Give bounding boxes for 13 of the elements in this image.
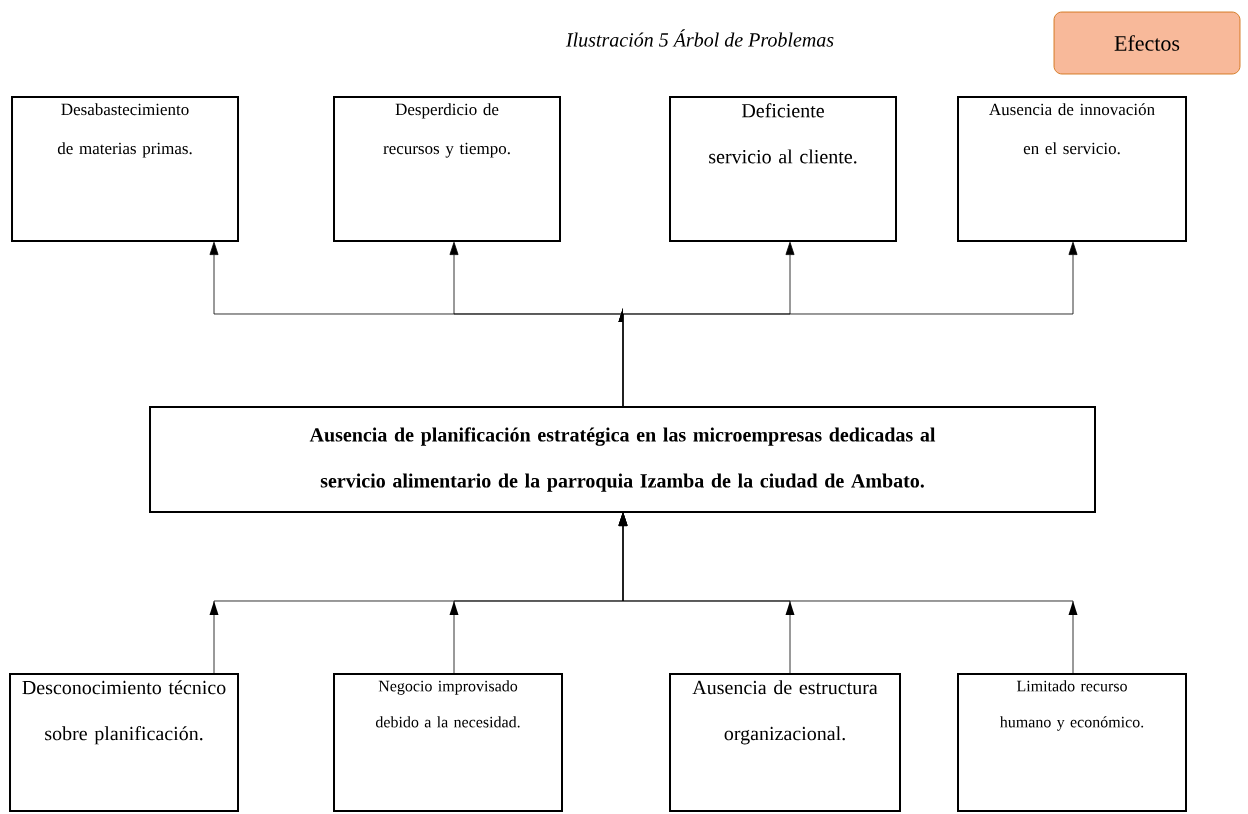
problem-box: Desperdicio de recursos y tiempo. — [333, 96, 561, 242]
problem-box: Limitado recurso humano y económico. — [957, 673, 1187, 812]
title: Ilustración 5 Árbol de Problemas — [565, 29, 834, 47]
problem-box: Deficiente servicio al cliente. — [669, 96, 897, 242]
connector-arrow — [618, 241, 1078, 408]
central-problem-box: Ausencia de planificación estratégica en las microempresas dedicadas al servicio alimentario de la parroquia Izamba de la ciudad de Ambato. — [149, 406, 1096, 513]
section-tag: Efectos — [1053, 11, 1241, 75]
problem-box: Negocio improvisado debido a la necesidad. — [333, 673, 563, 812]
problem-box: Ausencia de estructura organizacional. — [669, 673, 901, 812]
problem-box: Desabastecimiento de materias primas. — [11, 96, 239, 242]
connector-arrow — [618, 512, 1078, 675]
problem-box: Desconocimiento técnico sobre planificación. — [9, 673, 239, 812]
problem-box: Ausencia de innovación en el servicio. — [957, 96, 1187, 242]
